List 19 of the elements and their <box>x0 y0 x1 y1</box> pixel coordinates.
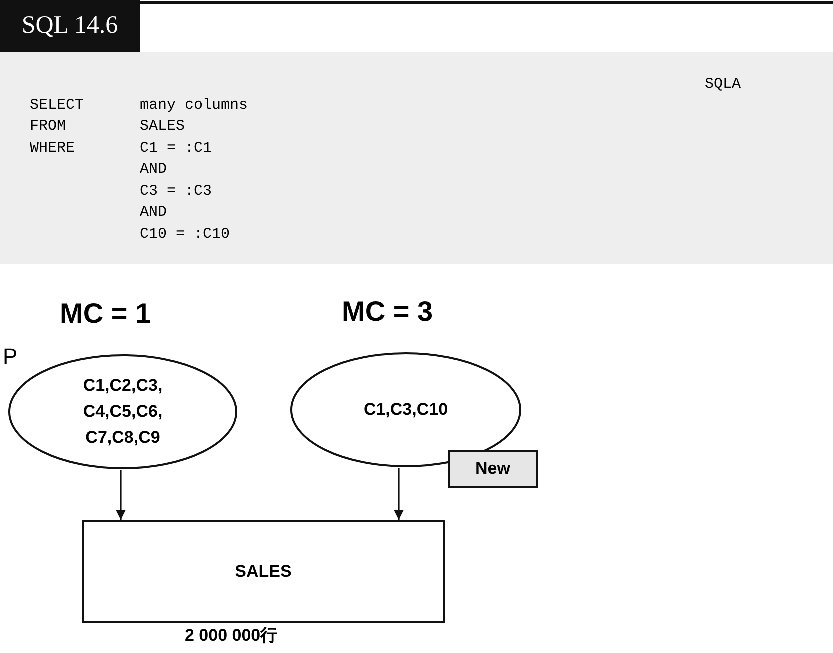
side-label: SQLA <box>705 75 742 95</box>
tag-box: New <box>448 450 538 488</box>
code-text: AND <box>140 160 168 180</box>
table-box: SALES <box>82 520 445 623</box>
heading-label: MC = 3 <box>342 296 434 328</box>
row-count-label: 2 000 000行 <box>185 625 278 647</box>
code-text: many columns <box>140 96 248 116</box>
heading-label: MC = 1 <box>60 298 152 330</box>
arrow <box>116 470 126 520</box>
code-text: SELECT <box>30 96 84 116</box>
code-text: C1 = :C1 <box>140 139 212 159</box>
code-text: WHERE <box>30 139 76 159</box>
code-text: SALES <box>140 117 186 137</box>
code-text: AND <box>140 203 168 223</box>
code-text: C10 = :C10 <box>140 225 230 245</box>
arrow <box>394 468 404 520</box>
title-banner: SQL 14.6 <box>0 0 140 52</box>
code-text: FROM <box>30 117 66 137</box>
code-text: C3 = :C3 <box>140 182 212 202</box>
